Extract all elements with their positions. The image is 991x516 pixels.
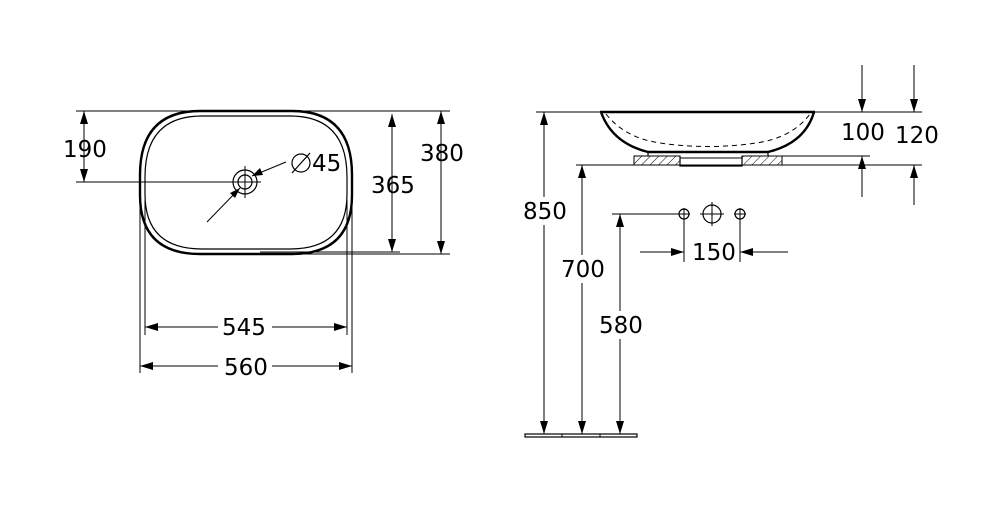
basin-inner-dashed — [605, 113, 811, 147]
dim-label-560: 560 — [224, 355, 268, 381]
dim-label-380: 380 — [420, 141, 464, 167]
dim-label-700: 700 — [561, 257, 605, 283]
top-view: 190 45 365 380 545 — [63, 109, 464, 381]
tap-hole-left — [678, 208, 690, 220]
dim-label-150: 150 — [692, 240, 736, 266]
dim-label-100: 100 — [841, 120, 885, 146]
drain-body — [679, 156, 743, 167]
dim-label-580: 580 — [599, 313, 643, 339]
dim-label-hole: 45 — [312, 151, 341, 177]
diameter-symbol-icon — [291, 152, 311, 174]
dim-label-365: 365 — [371, 173, 415, 199]
dim-label-120: 120 — [895, 123, 939, 149]
floor-line — [524, 433, 638, 438]
side-view: 100 120 850 700 580 — [522, 65, 939, 438]
dim-label-850: 850 — [523, 199, 567, 225]
tap-hole-right — [734, 208, 746, 220]
basin-inner-outline — [144, 115, 348, 250]
dim-label-545: 545 — [222, 315, 266, 341]
base-right-hatch — [741, 155, 783, 166]
base-left-hatch — [633, 155, 681, 166]
tap-hole-center — [700, 202, 724, 226]
dim-label-190: 190 — [63, 137, 107, 163]
